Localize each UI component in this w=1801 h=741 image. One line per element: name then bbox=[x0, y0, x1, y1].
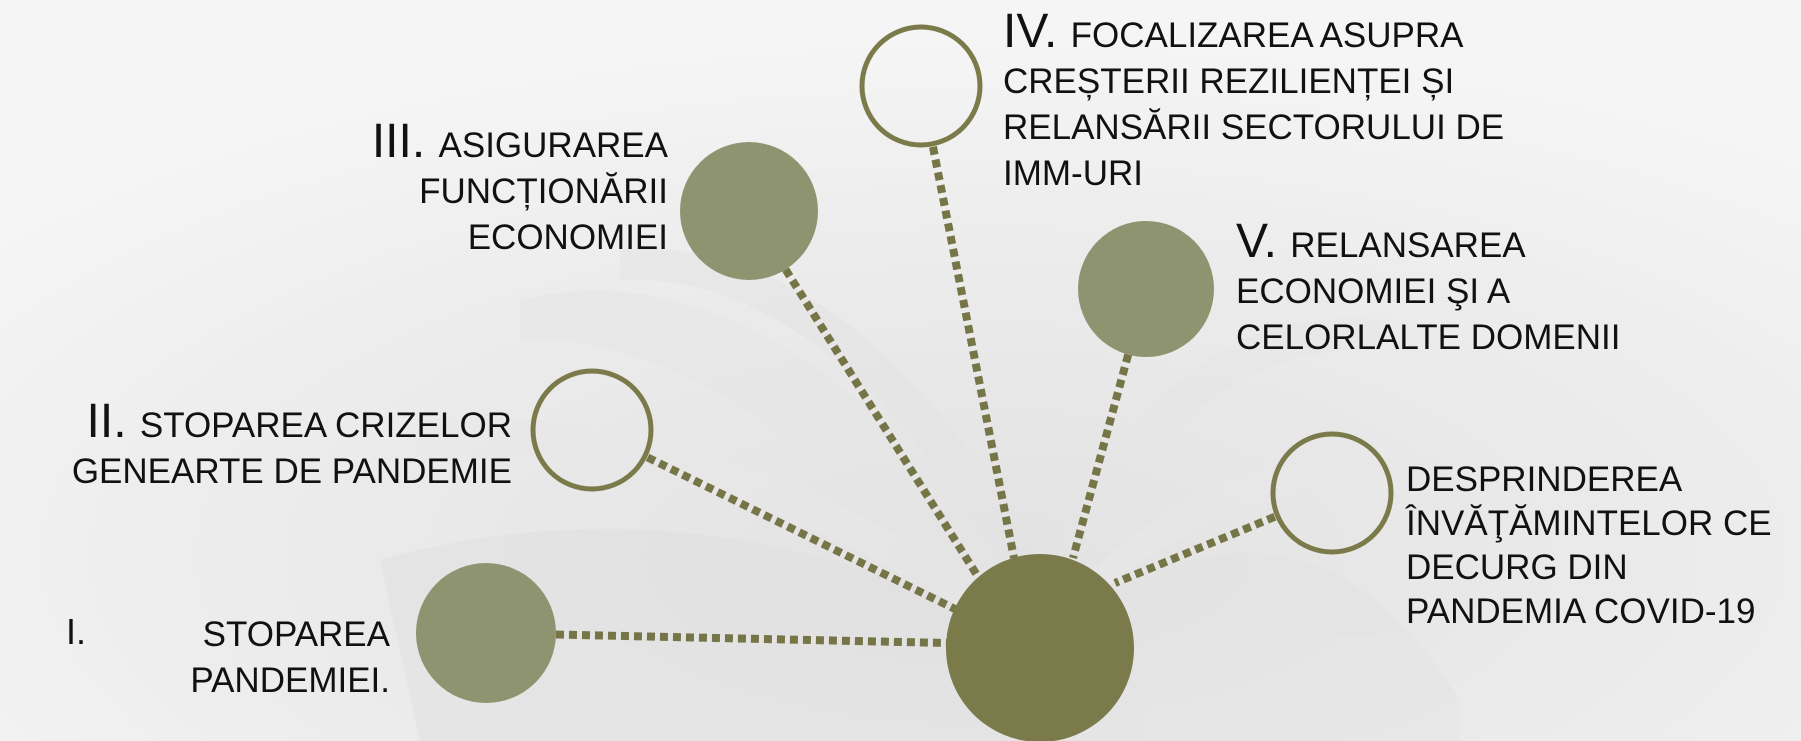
node-circle-1 bbox=[416, 563, 556, 703]
node-3-label: III. ASIGURAREA FUNCȚIONĂRII ECONOMIEI bbox=[300, 118, 668, 261]
node-5-numeral: V. bbox=[1236, 215, 1291, 268]
node-2-text: STOPAREA CRIZELOR GENEARTE DE PANDEMIE bbox=[71, 406, 512, 491]
node-6-text: DESPRINDEREA ÎNVĂŢĂMINTELOR CE DECURG DI… bbox=[1406, 460, 1772, 631]
node-2-label: II. STOPAREA CRIZELOR GENEARTE DE PANDEM… bbox=[10, 398, 512, 495]
node-4-numeral: IV. bbox=[1003, 5, 1071, 58]
node-1-numeral: I. bbox=[66, 611, 87, 652]
connector-line-3 bbox=[782, 267, 984, 583]
connector-group bbox=[555, 146, 1277, 647]
node-6-label: DESPRINDEREA ÎNVĂŢĂMINTELOR CE DECURG DI… bbox=[1406, 458, 1801, 634]
node-circle-5 bbox=[1078, 221, 1214, 357]
node-2-numeral: II. bbox=[86, 395, 140, 448]
connector-line-4 bbox=[929, 146, 1018, 559]
node-1-text: STOPAREA PANDEMIEI. bbox=[190, 615, 390, 700]
node-circle-3 bbox=[680, 142, 818, 280]
connector-line-5 bbox=[1069, 353, 1133, 560]
node-5-text: RELANSAREA ECONOMIEI ŞI A CELORLALTE DOM… bbox=[1236, 226, 1621, 357]
node-group bbox=[416, 24, 1394, 741]
node-4-text: FOCALIZAREA ASUPRA CREȘTERII REZILIENȚEI… bbox=[1003, 16, 1505, 193]
node-circle-2 bbox=[530, 368, 654, 492]
connector-line-2 bbox=[645, 453, 959, 614]
book-background-illustration bbox=[380, 248, 1460, 741]
node-5-label: V. RELANSAREA ECONOMIEI ŞI A CELORLALTE … bbox=[1236, 218, 1636, 361]
connector-line-6 bbox=[1113, 513, 1277, 587]
node-3-numeral: III. bbox=[371, 115, 439, 168]
center-node-circle bbox=[946, 554, 1134, 741]
connector-line-1 bbox=[555, 630, 949, 647]
node-circle-4 bbox=[859, 24, 983, 148]
node-3-text: ASIGURAREA FUNCȚIONĂRII ECONOMIEI bbox=[419, 126, 668, 257]
node-circle-6 bbox=[1270, 431, 1394, 555]
node-4-label: IV. FOCALIZAREA ASUPRA CREȘTERII REZILIE… bbox=[1003, 8, 1563, 197]
